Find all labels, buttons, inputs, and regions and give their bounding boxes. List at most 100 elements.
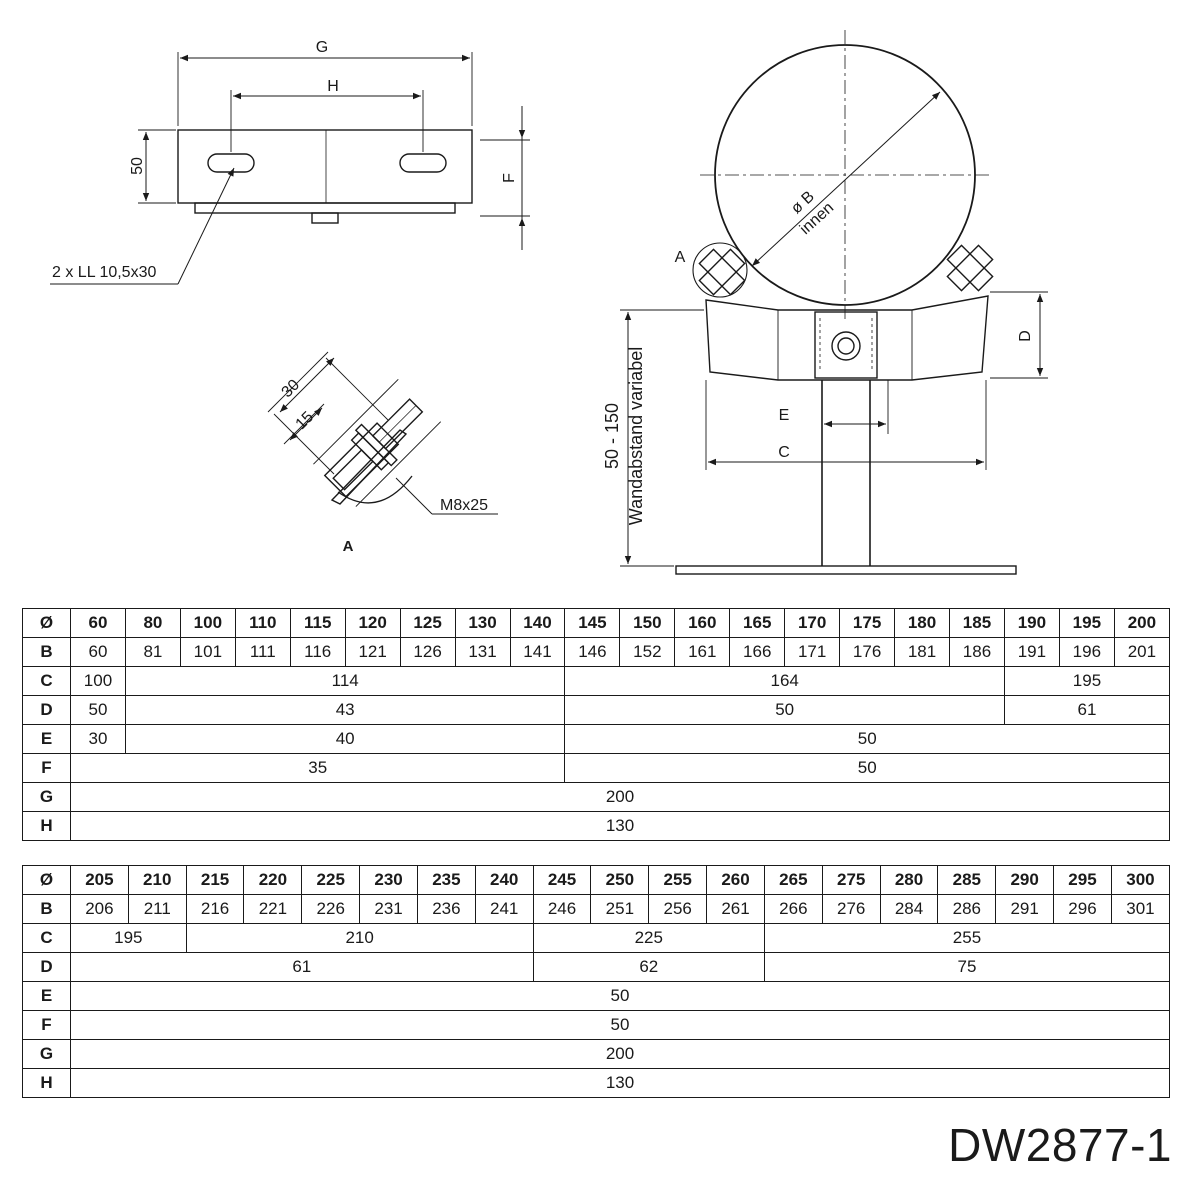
table-cell: 235 — [416, 865, 476, 895]
table-cell: 61 — [1003, 695, 1171, 725]
table-cell: 176 — [839, 637, 896, 667]
table-cell: 200 — [70, 782, 1170, 812]
table-cell: 80 — [124, 608, 181, 638]
row-header: E — [22, 724, 71, 754]
table-cell: 191 — [1003, 637, 1060, 667]
table-cell: 301 — [1110, 894, 1171, 924]
table-cell: 165 — [729, 608, 786, 638]
table-cell: 200 — [1113, 608, 1171, 638]
table-cell: 195 — [1058, 608, 1115, 638]
row-header: G — [22, 782, 71, 812]
table-cell: 181 — [894, 637, 950, 667]
table-cell: 280 — [879, 865, 939, 895]
table-cell: 226 — [301, 894, 361, 924]
table-cell: 50 — [70, 1010, 1170, 1040]
table-cell: 265 — [763, 865, 823, 895]
label-e: E — [779, 407, 790, 424]
row-header: B — [22, 894, 71, 924]
table-cell: 241 — [474, 894, 534, 924]
table-cell: 125 — [399, 608, 456, 638]
table-cell: 285 — [937, 865, 997, 895]
table-cell: 186 — [949, 637, 1005, 667]
table-cell: 201 — [1113, 637, 1171, 667]
table-cell: 260 — [706, 865, 765, 895]
table-cell: 30 — [70, 724, 126, 754]
table-cell: 40 — [124, 724, 566, 754]
table-cell: 50 — [564, 753, 1170, 783]
table-cell: 140 — [509, 608, 566, 638]
table-cell: 62 — [532, 952, 765, 982]
label-d: D — [1017, 330, 1034, 342]
table-cell: 255 — [763, 923, 1171, 953]
row-header: F — [22, 1010, 71, 1040]
plate-view — [50, 52, 530, 285]
table-cell: 81 — [124, 637, 181, 667]
table-cell: 200 — [70, 1039, 1170, 1069]
label-slots: 2 x LL 10,5x30 — [52, 264, 156, 281]
table-cell: 215 — [185, 865, 245, 895]
table-cell: 120 — [344, 608, 401, 638]
row-header: B — [22, 637, 71, 667]
table-cell: 195 — [70, 923, 187, 953]
table-cell: 221 — [243, 894, 303, 924]
table-cell: 171 — [784, 637, 841, 667]
table-cell: 35 — [69, 753, 566, 783]
table-cell: 290 — [995, 865, 1055, 895]
table-cell: 190 — [1003, 608, 1060, 638]
label-detail-callout: A — [675, 249, 686, 266]
table-cell: 161 — [674, 637, 731, 667]
row-header: Ø — [22, 608, 71, 638]
table-cell: 141 — [509, 637, 566, 667]
table-cell: 75 — [763, 952, 1171, 982]
row-header: H — [22, 1068, 71, 1098]
table-cell: 275 — [821, 865, 881, 895]
table-cell: 245 — [532, 865, 592, 895]
technical-drawing: G H 50 F 2 x LL 10,5x30 30 15 M8x25 A A … — [50, 30, 1048, 575]
table-cell: 300 — [1110, 865, 1171, 895]
table-cell: 115 — [289, 608, 346, 638]
table-cell: 50 — [70, 981, 1170, 1011]
table-cell: 100 — [179, 608, 236, 638]
label-wall-range: 50 - 150 — [602, 403, 622, 469]
table-cell: 256 — [648, 894, 708, 924]
table-cell: 261 — [706, 894, 765, 924]
label-dim-15: 15 — [293, 408, 318, 433]
table-cell: 296 — [1053, 894, 1112, 924]
table-cell: 152 — [619, 637, 676, 667]
table-cell: 50 — [70, 695, 126, 725]
row-header: D — [22, 952, 71, 982]
table-cell: 216 — [185, 894, 245, 924]
row-header: Ø — [22, 865, 71, 895]
table-cell: 250 — [590, 865, 650, 895]
table-cell: 180 — [894, 608, 950, 638]
table-cell: 220 — [243, 865, 303, 895]
table-cell: 166 — [729, 637, 786, 667]
label-bolt: M8x25 — [440, 497, 488, 514]
label-height-50: 50 — [129, 157, 146, 175]
table-cell: 130 — [70, 811, 1170, 841]
table-cell: 60 — [70, 637, 126, 667]
table-cell: 211 — [127, 894, 187, 924]
row-header: E — [22, 981, 71, 1011]
table-cell: 175 — [839, 608, 896, 638]
table-cell: 291 — [995, 894, 1055, 924]
table-cell: 43 — [124, 695, 566, 725]
label-h: H — [327, 78, 339, 95]
table-cell: 61 — [70, 952, 534, 982]
drawing-code: DW2877-1 — [948, 1119, 1172, 1171]
row-header: G — [22, 1039, 71, 1069]
table-cell: 150 — [619, 608, 676, 638]
table-cell: 206 — [70, 894, 129, 924]
